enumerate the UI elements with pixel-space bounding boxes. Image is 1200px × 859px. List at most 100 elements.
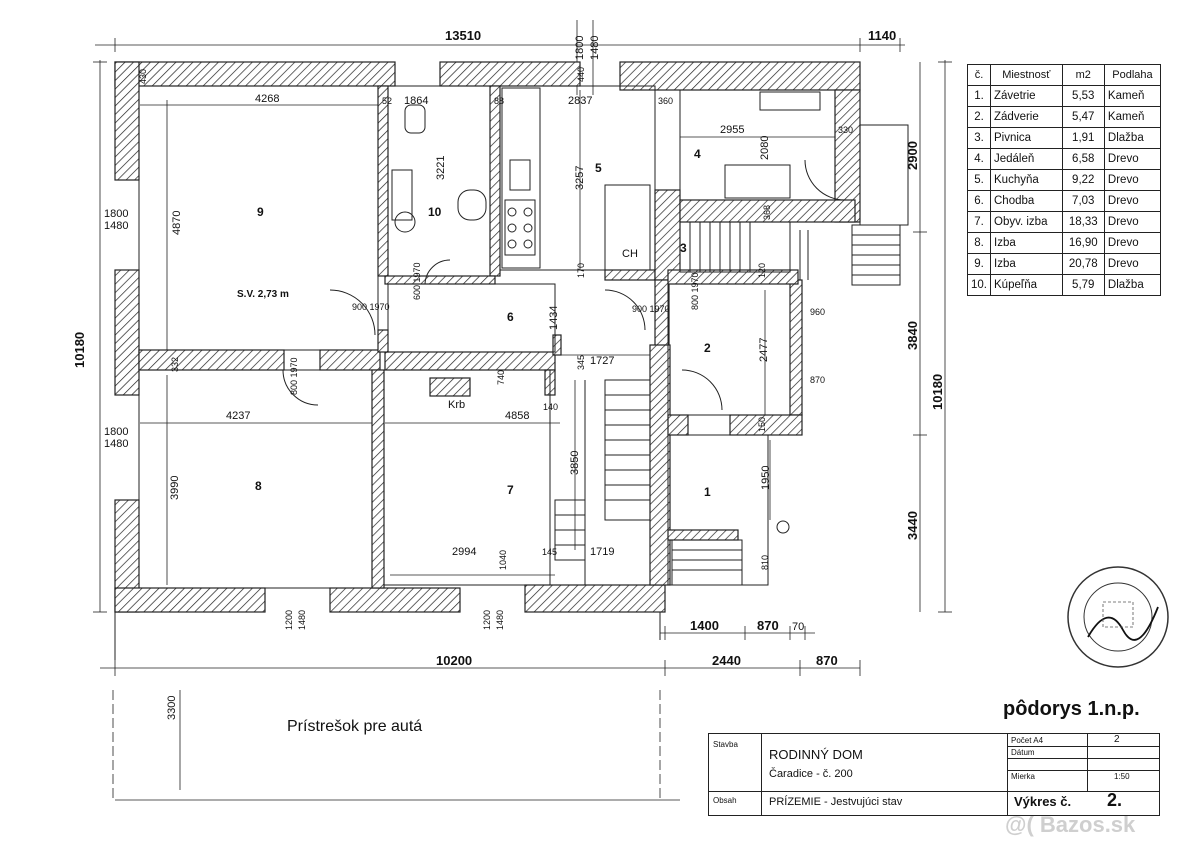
room-table-floor: Drevo bbox=[1103, 190, 1162, 212]
room-table-floor: Drevo bbox=[1103, 253, 1162, 275]
dim-left-win-a1: 1800 bbox=[104, 208, 128, 220]
dim-right-top: 2900 bbox=[905, 141, 920, 170]
dim-r9-height: 4870 bbox=[171, 211, 183, 235]
room-table-floor: Dlažba bbox=[1103, 127, 1162, 149]
dim-steps-2: 870 bbox=[757, 618, 779, 633]
dim-wall-170: 170 bbox=[576, 263, 586, 278]
dimension-lines bbox=[93, 20, 952, 801]
dim-steps-3: 70 bbox=[792, 621, 804, 633]
dim-r4-width: 2955 bbox=[720, 124, 744, 136]
room-table-name: Závetrie bbox=[990, 85, 1063, 107]
dim-wall-120: 120 bbox=[757, 263, 767, 278]
watermark: @( Bazos.sk bbox=[1005, 812, 1136, 837]
room-table-number: 1. bbox=[967, 85, 991, 107]
room-table-name: Kúpeľňa bbox=[990, 274, 1063, 296]
room-table-name: Kuchyňa bbox=[990, 169, 1063, 191]
dim-r6-width: 1727 bbox=[590, 355, 614, 367]
engineer-stamp bbox=[1067, 566, 1169, 668]
dim-top-wall-a: 1800 bbox=[574, 36, 586, 60]
dim-door-r3: 800 1970 bbox=[690, 272, 700, 310]
room-table-area: 6,58 bbox=[1061, 148, 1105, 170]
room-table-name: Izba bbox=[990, 232, 1063, 254]
dimension-values: 13510 1140 1800 1480 10180 10180 3840 34… bbox=[72, 28, 945, 720]
vykres-value: 2. bbox=[1107, 790, 1123, 810]
room-table-name: Zádverie bbox=[990, 106, 1063, 128]
room-table-floor: Drevo bbox=[1103, 211, 1162, 233]
dim-r9-width: 4268 bbox=[255, 93, 279, 105]
dim-r7-height: 3850 bbox=[569, 451, 581, 475]
room-table-name: Izba bbox=[990, 253, 1063, 275]
dim-top-wall-b: 1480 bbox=[589, 36, 601, 60]
room-table-floor: Dlažba bbox=[1103, 274, 1162, 296]
room-height-note: S.V. 2,73 m bbox=[237, 289, 289, 300]
dim-wall-430: 430 bbox=[138, 69, 148, 84]
room-table-floor: Drevo bbox=[1103, 148, 1162, 170]
stavba-value: RODINNÝ DOM bbox=[769, 747, 863, 762]
room-table-floor: Kameň bbox=[1103, 106, 1162, 128]
dim-wall-150: 150 bbox=[757, 417, 767, 432]
room-number-10: 10 bbox=[428, 205, 442, 219]
room-table-area: 9,22 bbox=[1061, 169, 1105, 191]
room-number-3: 3 bbox=[680, 241, 687, 255]
dim-right-total: 10180 bbox=[930, 374, 945, 410]
room-table-number: 2. bbox=[967, 106, 991, 128]
dim-wall-88: 88 bbox=[494, 96, 504, 106]
dim-left-win-b2: 1480 bbox=[104, 438, 128, 450]
boiler-label: CH bbox=[622, 248, 638, 260]
room-table-area: 5,47 bbox=[1061, 106, 1105, 128]
room-number-8: 8 bbox=[255, 479, 262, 493]
dim-r8-width: 4237 bbox=[226, 410, 250, 422]
dim-r7-width: 4858 bbox=[505, 410, 529, 422]
dim-r10-height: 3221 bbox=[435, 156, 447, 180]
obsah-value: PRÍZEMIE - Jestvujúci stav bbox=[769, 796, 903, 808]
room-number-1: 1 bbox=[704, 485, 711, 499]
dim-top-total: 13510 bbox=[445, 28, 481, 43]
dim-wall-52: 52 bbox=[382, 96, 392, 106]
room-table-number: 7. bbox=[967, 211, 991, 233]
dim-door-r8: 800 1970 bbox=[289, 357, 299, 395]
dim-wall-140: 140 bbox=[543, 402, 558, 412]
dim-r7-bottom: 2994 bbox=[452, 546, 476, 558]
header-number: č. bbox=[967, 64, 991, 86]
header-area: m2 bbox=[1061, 64, 1105, 86]
pocet-value: 2 bbox=[1114, 734, 1120, 745]
header-floor: Podlaha bbox=[1103, 64, 1162, 86]
dim-door-r6: 900 1970 bbox=[632, 304, 670, 314]
room-table-area: 5,79 bbox=[1061, 274, 1105, 296]
stavba-label: Stavba bbox=[713, 740, 738, 749]
room-table-area: 1,91 bbox=[1061, 127, 1105, 149]
dim-bottom-main: 10200 bbox=[436, 653, 472, 668]
room-table-area: 7,03 bbox=[1061, 190, 1105, 212]
room-table-area: 18,33 bbox=[1061, 211, 1105, 233]
room-table-number: 5. bbox=[967, 169, 991, 191]
dim-r5-height: 3257 bbox=[574, 166, 586, 190]
location: Čaradice - č. 200 bbox=[769, 768, 853, 780]
dim-left-win-a2: 1480 bbox=[104, 220, 128, 232]
dim-wall-332: 332 bbox=[170, 357, 180, 372]
room-table-floor: Kameň bbox=[1103, 85, 1162, 107]
room-table-floor: Drevo bbox=[1103, 232, 1162, 254]
dim-bottom-mid: 2440 bbox=[712, 653, 741, 668]
dim-r4-height: 2080 bbox=[759, 136, 771, 160]
dim-wall-345: 345 bbox=[576, 355, 586, 370]
room-number-9: 9 bbox=[257, 205, 264, 219]
header-room: Miestnosť bbox=[990, 64, 1063, 86]
room-table-number: 9. bbox=[967, 253, 991, 275]
dim-wall-870: 870 bbox=[810, 375, 825, 385]
room-table-name: Chodba bbox=[990, 190, 1063, 212]
dim-bottom-right: 870 bbox=[816, 653, 838, 668]
plan-labels: S.V. 2,73 m Krb CH bbox=[237, 248, 638, 411]
dim-wall-360: 360 bbox=[658, 96, 673, 106]
room-table-area: 16,90 bbox=[1061, 232, 1105, 254]
dim-r1-height: 1950 bbox=[760, 466, 772, 490]
datum-label: Dátum bbox=[1011, 748, 1035, 757]
dim-top-right: 1140 bbox=[868, 28, 896, 43]
